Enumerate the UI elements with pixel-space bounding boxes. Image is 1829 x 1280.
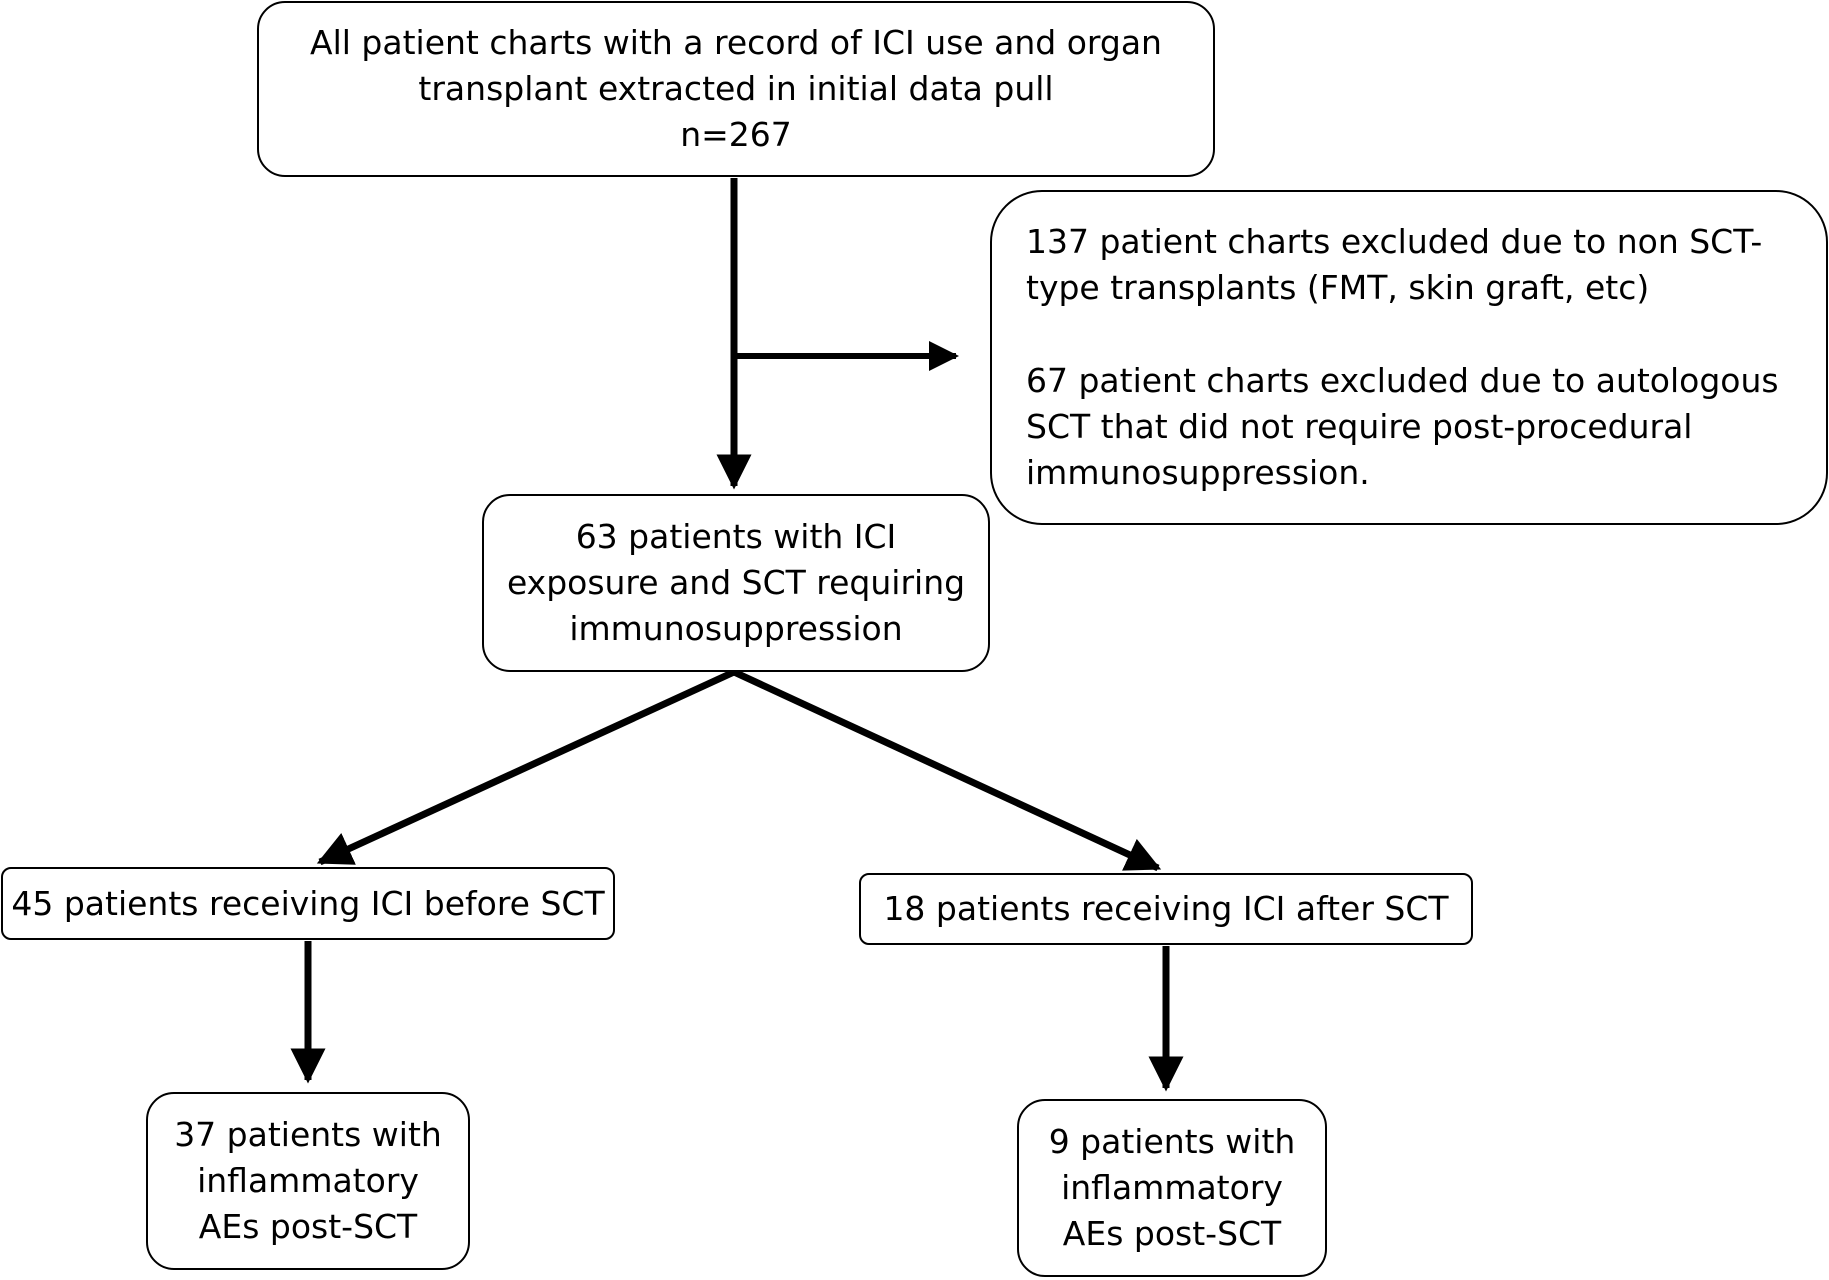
arrow-cohort-to-before-sct (316, 668, 736, 866)
arrow-cohort-to-after-sct (732, 668, 1162, 872)
cohort-line-3: immunosuppression (569, 609, 903, 648)
excluded-autologous-line-2: SCT that did not require post-procedural (1026, 407, 1693, 446)
ici-after-sct-box: 18 patients receiving ICI after SCT (859, 873, 1473, 945)
cohort-line-2: exposure and SCT requiring (506, 563, 966, 602)
ici-before-sct-box: 45 patients receiving ICI before SCT (1, 867, 615, 940)
initial-line-1: All patient charts with a record of ICI … (310, 23, 1162, 62)
cohort-line-1: 63 patients with ICI (575, 517, 897, 556)
after-sct-inflammatory-aes-box: 9 patients with inflammatory AEs post-SC… (1017, 1099, 1327, 1277)
after-sct-label: 18 patients receiving ICI after SCT (883, 889, 1449, 928)
before-aes-line-3: AEs post-SCT (198, 1207, 418, 1246)
before-sct-label: 45 patients receiving ICI before SCT (11, 883, 605, 923)
initial-line-2: transplant extracted in initial data pul… (418, 69, 1054, 108)
excluded-charts-box: 137 patient charts excluded due to non S… (990, 190, 1828, 525)
after-aes-line-1: 9 patients with (1048, 1122, 1296, 1161)
excluded-non-sct-line-1: 137 patient charts excluded due to non S… (1026, 222, 1763, 261)
initial-data-pull-box: All patient charts with a record of ICI … (257, 1, 1215, 177)
after-aes-line-3: AEs post-SCT (1062, 1214, 1282, 1253)
excluded-non-sct-line-2: type transplants (FMT, skin graft, etc) (1026, 268, 1650, 307)
excluded-autologous-line-3: immunosuppression. (1026, 453, 1370, 492)
ici-sct-cohort-box: 63 patients with ICI exposure and SCT re… (482, 494, 990, 672)
initial-count: n=267 (680, 115, 792, 154)
before-sct-inflammatory-aes-box: 37 patients with inflammatory AEs post-S… (146, 1092, 470, 1270)
before-aes-line-1: 37 patients with (174, 1115, 442, 1154)
after-aes-line-2: inflammatory (1061, 1168, 1283, 1207)
before-aes-line-2: inflammatory (197, 1161, 419, 1200)
excluded-autologous-line-1: 67 patient charts excluded due to autolo… (1026, 361, 1779, 400)
